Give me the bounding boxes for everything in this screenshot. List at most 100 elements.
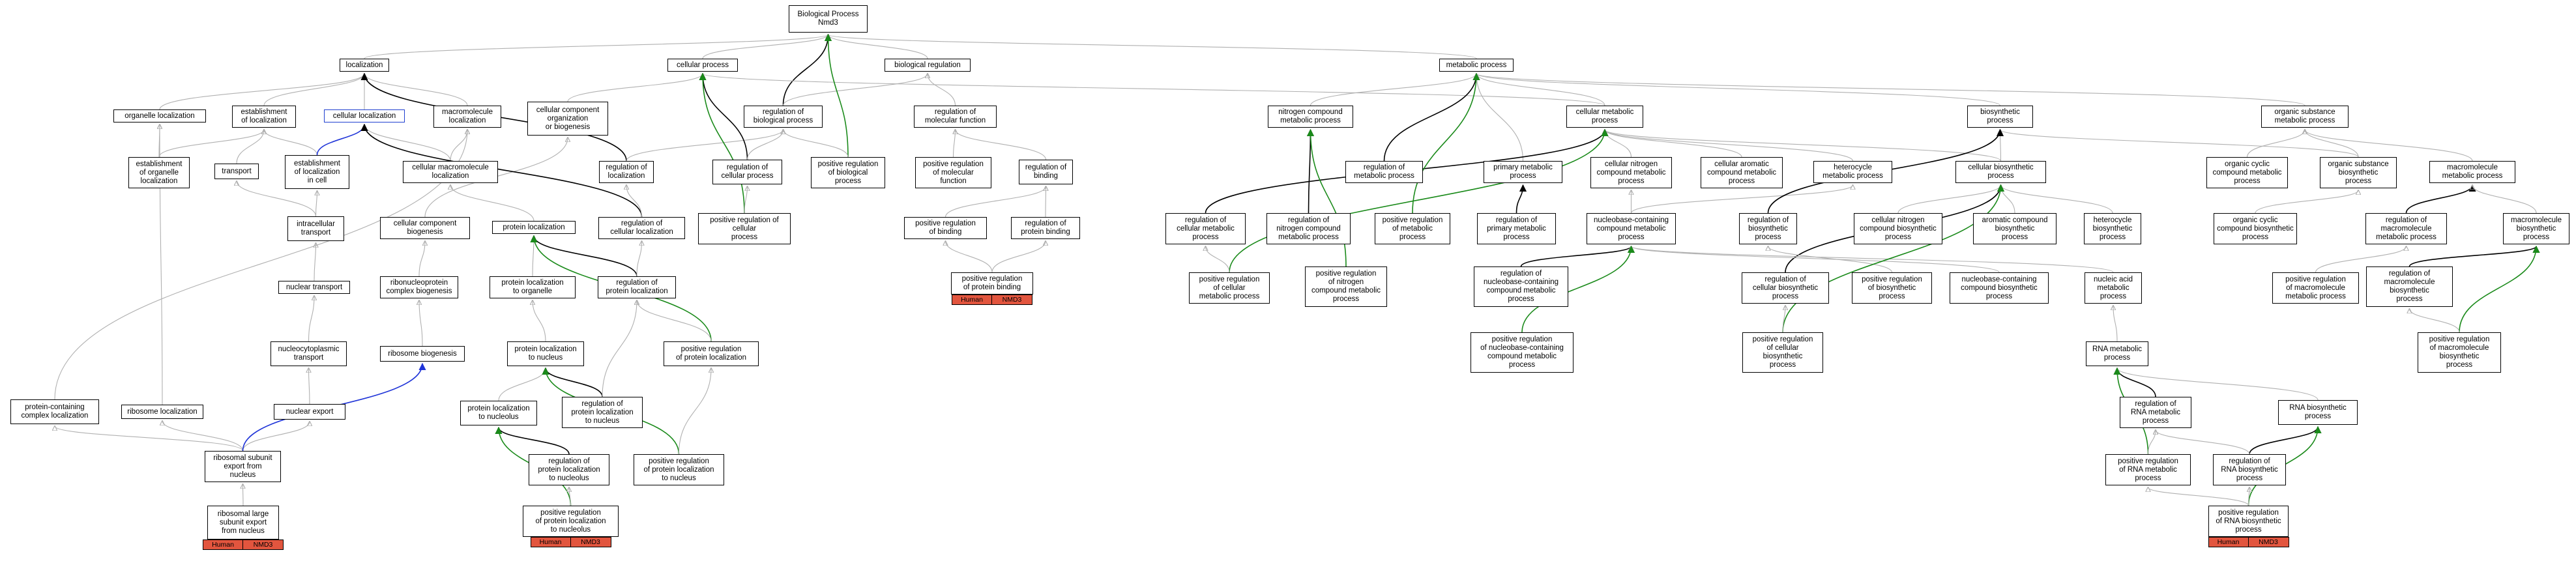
node-positive-regulation-of-macromolecule-biosynthetic[interactable]: positive regulation of macromolecule bio…: [2418, 332, 2501, 373]
edge-regulation_of_nucleobase_containing_compound_metabolic-to-nucleobase_containing_compound_metabolic: [1520, 245, 1635, 267]
edge-regulation_of_localization-to-regulation_of_biological_process: [626, 130, 783, 162]
node-protein-containing-complex-localization[interactable]: protein-containing complex localization: [10, 399, 99, 424]
node-regulation-of-cellular-localization[interactable]: regulation of cellular localization: [598, 217, 685, 239]
node-regulation-of-rna-metabolic[interactable]: regulation of RNA metabolic process: [2120, 397, 2191, 428]
node-organic-cyclic-compound-biosynthetic[interactable]: organic cyclic compound biosynthetic pro…: [2214, 213, 2297, 244]
node-positive-regulation-of-cellular-process[interactable]: positive regulation of cellular process: [698, 213, 791, 244]
node-organic-cyclic-compound-metabolic[interactable]: organic cyclic compound metabolic proces…: [2206, 157, 2288, 188]
node-positive-regulation-of-cellular-metabolic[interactable]: positive regulation of cellular metaboli…: [1189, 272, 1270, 304]
node-transport[interactable]: transport: [214, 164, 259, 179]
node-positive-regulation-of-nucleobase-containing-compound-metabolic[interactable]: positive regulation of nucleobase-contai…: [1471, 332, 1573, 373]
node-ribosome-localization[interactable]: ribosome localization: [121, 405, 203, 419]
node-organic-substance-metabolic[interactable]: organic substance metabolic process: [2261, 106, 2349, 128]
node-heterocycle-biosynthetic[interactable]: heterocycle biosynthetic process: [2084, 213, 2141, 244]
node-cellular-component-org[interactable]: cellular component organization or bioge…: [527, 102, 608, 136]
node-protein-localization-to-nucleus[interactable]: protein localization to nucleus: [507, 341, 584, 366]
node-regulation-of-biosynthetic[interactable]: regulation of biosynthetic process: [1739, 213, 1797, 244]
node-establishment-of-localization-in-cell[interactable]: establishment of localization in cell: [285, 155, 349, 189]
node-regulation-of-nucleobase-containing-compound-metabolic[interactable]: regulation of nucleobase-containing comp…: [1474, 266, 1568, 307]
edge-regulation_of_macromolecule_biosynthetic-to-macromolecule_biosynthetic: [2408, 245, 2540, 267]
node-cellular-process[interactable]: cellular process: [667, 59, 738, 72]
node-regulation-of-metabolic-process[interactable]: regulation of metabolic process: [1345, 161, 1423, 183]
node-intracellular-transport[interactable]: intracellular transport: [287, 216, 344, 241]
node-ribosome-biogenesis[interactable]: ribosome biogenesis: [380, 346, 465, 362]
node-regulation-of-localization[interactable]: regulation of localization: [599, 161, 654, 183]
node-primary-metabolic[interactable]: primary metabolic process: [1484, 161, 1562, 183]
node-cellular-nitrogen-compound-metabolic[interactable]: cellular nitrogen compound metabolic pro…: [1590, 157, 1672, 188]
edge-positive_regulation_of_protein_localization-to-regulation_of_protein_localization: [637, 300, 712, 342]
node-positive-regulation-of-cellular-biosynthetic[interactable]: positive regulation of cellular biosynth…: [1742, 332, 1823, 373]
node-biosynthetic[interactable]: biosynthetic process: [1967, 106, 2033, 128]
node-positive-regulation-of-protein-localization[interactable]: positive regulation of protein localizat…: [664, 341, 759, 366]
node-cellular-metabolic[interactable]: cellular metabolic process: [1566, 106, 1643, 128]
node-regulation-of-nitrogen-compound-metabolic[interactable]: regulation of nitrogen compound metaboli…: [1266, 213, 1351, 244]
node-organic-substance-biosynthetic[interactable]: organic substance biosynthetic process: [2320, 157, 2397, 188]
node-nucleobase-containing-compound-biosynthetic[interactable]: nucleobase-containing compound biosynthe…: [1950, 272, 2049, 304]
node-aromatic-compound-biosynthetic[interactable]: aromatic compound biosynthetic process: [1973, 213, 2056, 244]
node-macromolecule-biosynthetic[interactable]: macromolecule biosynthetic process: [2503, 213, 2569, 244]
node-cellular-component-biogenesis[interactable]: cellular component biogenesis: [380, 217, 470, 239]
node-rna-metabolic[interactable]: RNA metabolic process: [2086, 341, 2148, 366]
node-regulation-of-macromolecule-biosynthetic[interactable]: regulation of macromolecule biosynthetic…: [2366, 266, 2453, 307]
node-positive-regulation-of-molecular-function[interactable]: positive regulation of molecular functio…: [915, 157, 991, 188]
node-cellular-macromolecule-localization[interactable]: cellular macromolecule localization: [403, 161, 498, 183]
node-regulation-of-protein-localization-to-nucleolus[interactable]: regulation of protein localization to nu…: [529, 454, 609, 485]
node-regulation-of-protein-localization-to-nucleus[interactable]: regulation of protein localization to nu…: [562, 397, 643, 428]
node-regulation-of-macromolecule-metabolic[interactable]: regulation of macromolecule metabolic pr…: [2365, 213, 2447, 244]
node-cellular-aromatic-compound-metabolic[interactable]: cellular aromatic compound metabolic pro…: [1701, 157, 1783, 188]
node-regulation-of-biological-process[interactable]: regulation of biological process: [744, 106, 823, 128]
node-protein-localization-to-organelle[interactable]: protein localization to organelle: [490, 276, 576, 298]
node-heterocycle-metabolic[interactable]: heterocycle metabolic process: [1813, 161, 1892, 183]
node-positive-regulation-of-rna-biosynthetic[interactable]: positive regulation of RNA biosynthetic …: [2208, 506, 2289, 537]
node-positive-regulation-of-binding[interactable]: positive regulation of binding: [904, 217, 987, 239]
node-nuclear-transport[interactable]: nuclear transport: [278, 281, 350, 294]
node-bp-root[interactable]: Biological Process Nmd3: [789, 5, 868, 33]
node-nitrogen-compound-metabolic[interactable]: nitrogen compound metabolic process: [1268, 106, 1353, 128]
node-regulation-of-protein-binding[interactable]: regulation of protein binding: [1011, 217, 1080, 239]
node-regulation-of-protein-localization[interactable]: regulation of protein localization: [598, 276, 676, 298]
node-positive-regulation-of-protein-binding[interactable]: positive regulation of protein binding: [951, 272, 1033, 295]
node-ribonucleoprotein-complex-biogenesis[interactable]: ribonucleoprotein complex biogenesis: [380, 276, 458, 298]
node-positive-regulation-of-biological-process[interactable]: positive regulation of biological proces…: [811, 157, 885, 188]
node-protein-localization-to-nucleolus[interactable]: protein localization to nucleolus: [460, 401, 537, 425]
node-positive-regulation-of-protein-localization-to-nucleolus[interactable]: positive regulation of protein localizat…: [523, 506, 619, 537]
node-cellular-nitrogen-compound-biosynthetic[interactable]: cellular nitrogen compound biosynthetic …: [1854, 213, 1942, 244]
edge-regulation_of_rna_biosynthetic-to-rna_biosynthetic: [2249, 425, 2322, 455]
node-cellular-localization[interactable]: cellular localization: [324, 109, 405, 122]
node-nucleic-acid-metabolic[interactable]: nucleic acid metabolic process: [2085, 272, 2142, 304]
edge-cellular_macromolecule_localization-to-macromolecule_localization: [450, 130, 467, 162]
node-regulation-of-molecular-function[interactable]: regulation of molecular function: [914, 106, 997, 128]
node-rna-biosynthetic[interactable]: RNA biosynthetic process: [2278, 400, 2358, 425]
node-ribosomal-large-subunit-export[interactable]: ribosomal large subunit export from nucl…: [207, 506, 279, 539]
node-positive-regulation-of-biosynthetic[interactable]: positive regulation of biosynthetic proc…: [1852, 272, 1932, 304]
node-positive-regulation-of-macromolecule-metabolic[interactable]: positive regulation of macromolecule met…: [2272, 272, 2359, 304]
node-organelle-localization[interactable]: organelle localization: [113, 109, 206, 122]
node-positive-regulation-of-metabolic[interactable]: positive regulation of metabolic process: [1375, 213, 1450, 244]
node-cellular-biosynthetic[interactable]: cellular biosynthetic process: [1955, 161, 2046, 183]
node-biological-regulation[interactable]: biological regulation: [885, 59, 971, 72]
node-positive-regulation-of-protein-localization-to-nucleus[interactable]: positive regulation of protein localizat…: [634, 454, 724, 485]
node-macromolecule-metabolic[interactable]: macromolecule metabolic process: [2429, 161, 2515, 183]
node-protein-localization[interactable]: protein localization: [492, 221, 576, 234]
node-localization[interactable]: localization: [340, 59, 389, 72]
node-regulation-of-cellular-metabolic[interactable]: regulation of cellular metabolic process: [1165, 213, 1246, 244]
node-positive-regulation-of-nitrogen-compound-metabolic[interactable]: positive regulation of nitrogen compound…: [1305, 266, 1387, 307]
node-establishment-of-organelle-localization[interactable]: establishment of organelle localization: [128, 157, 190, 188]
node-regulation-of-primary-metabolic[interactable]: regulation of primary metabolic process: [1477, 213, 1556, 244]
node-regulation-of-cellular-biosynthetic[interactable]: regulation of cellular biosynthetic proc…: [1742, 272, 1829, 304]
node-regulation-of-rna-biosynthetic[interactable]: regulation of RNA biosynthetic process: [2213, 454, 2286, 485]
node-ribosomal-subunit-export[interactable]: ribosomal subunit export from nucleus: [205, 451, 281, 482]
node-nucleobase-containing-compound-metabolic[interactable]: nucleobase-containing compound metabolic…: [1587, 213, 1676, 244]
node-nucleocytoplasmic-transport[interactable]: nucleocytoplasmic transport: [271, 341, 347, 366]
edge-organic_substance_metabolic-to-metabolic_process: [1476, 74, 2305, 106]
edge-establishment_of_localization-to-localization: [263, 74, 364, 106]
node-establishment-of-localization[interactable]: establishment of localization: [232, 106, 296, 128]
node-regulation-of-binding[interactable]: regulation of binding: [1019, 160, 1073, 184]
node-positive-regulation-of-rna-metabolic[interactable]: positive regulation of RNA metabolic pro…: [2105, 454, 2191, 485]
node-macromolecule-localization[interactable]: macromolecule localization: [433, 106, 501, 128]
node-nuclear-export[interactable]: nuclear export: [274, 404, 345, 420]
node-regulation-of-cellular-process[interactable]: regulation of cellular process: [712, 160, 782, 184]
edge-protein_localization_to_organelle-to-protein_localization: [533, 236, 534, 277]
node-metabolic-process[interactable]: metabolic process: [1439, 59, 1514, 72]
